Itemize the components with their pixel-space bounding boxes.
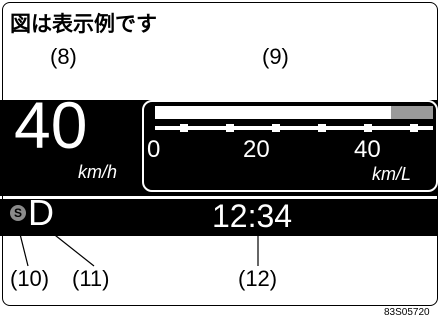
fuel-economy-gauge	[142, 100, 438, 192]
gauge-scale-line	[155, 126, 433, 130]
gauge-tick	[410, 124, 418, 132]
callout-gauge: (9)	[262, 44, 289, 69]
leader-line-gear	[45, 227, 95, 267]
callout-gear: (11)	[72, 266, 110, 291]
callout-sport-indicator: (10)	[10, 266, 50, 291]
gauge-tick	[364, 124, 372, 132]
sport-mode-indicator: S	[10, 205, 26, 221]
callout-clock: (12)	[238, 266, 278, 291]
meter-display-bottom	[0, 199, 438, 236]
clock-readout: 12:34	[212, 198, 293, 234]
speed-unit: km/h	[78, 162, 118, 182]
gear-position: D	[28, 192, 54, 233]
gauge-tick	[318, 124, 326, 132]
gauge-tick-label-40: 40	[354, 136, 381, 163]
gauge-tick	[272, 124, 280, 132]
gauge-tick	[226, 124, 234, 132]
fuel-economy-bar	[155, 106, 433, 119]
figure-caption: 図は表示例です	[10, 12, 157, 36]
fuel-economy-bar-fill	[155, 106, 392, 119]
leader-line-sport	[17, 225, 29, 267]
gauge-tick-label-0: 0	[147, 136, 161, 163]
gauge-unit: km/L	[372, 164, 412, 184]
gauge-tick-label-20: 20	[243, 136, 270, 163]
callout-speed: (8)	[50, 44, 77, 69]
figure-code: 83S05720	[384, 307, 430, 318]
gauge-tick	[180, 124, 188, 132]
speed-readout: 40	[14, 88, 88, 162]
